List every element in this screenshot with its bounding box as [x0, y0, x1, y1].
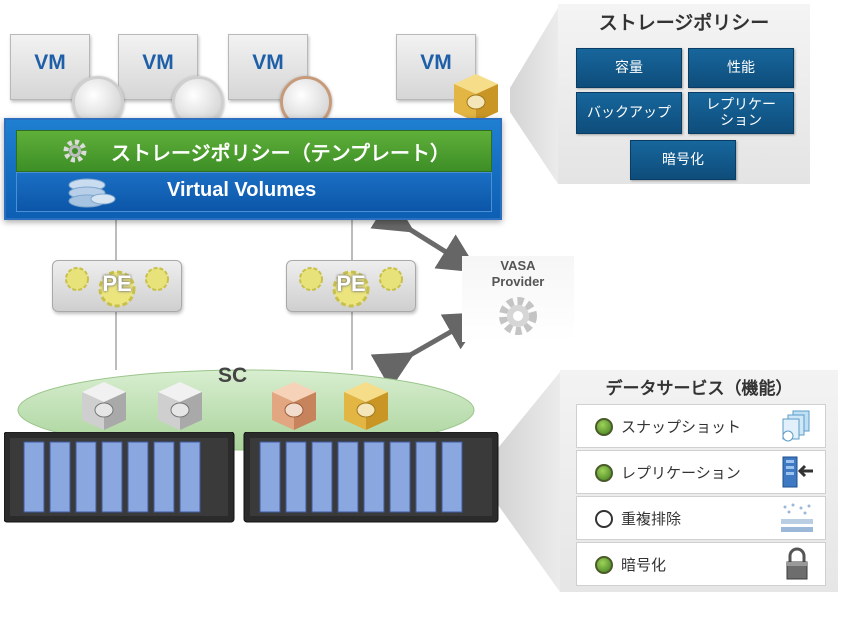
policy-template-bar: ストレージポリシー（テンプレート）: [16, 130, 492, 172]
storage-array-right: [243, 432, 499, 523]
vasa-provider-label: VASA Provider: [462, 258, 574, 290]
gear-icon: [63, 139, 87, 163]
policy-item-performance: 性能: [688, 48, 794, 88]
enabled-indicator: [595, 464, 613, 482]
storage-arrays: [4, 432, 499, 523]
service-label: レプリケーション: [621, 464, 741, 482]
service-label: 重複排除: [621, 510, 682, 528]
vm-box-4: VM: [396, 34, 476, 100]
services-callout: [498, 372, 560, 592]
storage-policy-title: ストレージポリシー: [598, 12, 770, 34]
vasa-arrow-top: [370, 194, 479, 273]
policy-template-label: ストレージポリシー（テンプレート）: [111, 141, 450, 165]
service-row-replication: レプリケーション: [576, 450, 826, 494]
gear-icon: [499, 297, 537, 335]
dedup-icon: [781, 503, 813, 532]
replication-icon: [782, 456, 813, 488]
orange-cube-icon: [272, 382, 316, 430]
vasa-label-line1: VASA: [500, 258, 536, 273]
disabled-indicator: [595, 510, 613, 528]
policy-item-backup: バックアップ: [576, 92, 682, 134]
enabled-indicator: [595, 556, 613, 574]
policy-panel: ストレージポリシー（テンプレート） Virtual Volumes: [4, 118, 502, 220]
disk-stack-icon: [68, 178, 116, 208]
gold-cube-icon: [344, 382, 388, 430]
gears-icon: [65, 267, 169, 308]
vasa-provider: VASA Provider: [462, 256, 574, 342]
pe-box-2: PE: [286, 260, 416, 312]
service-label: スナップショット: [621, 418, 742, 436]
vasa-arrow-bottom: [370, 312, 486, 390]
vm-label: VM: [252, 51, 284, 74]
sc-label: SC: [218, 364, 248, 387]
policy-item-replication: レプリケー ション: [688, 92, 794, 134]
silver-cube-icon: [82, 382, 126, 430]
pe-label: PE: [102, 271, 132, 296]
vasa-label-line2: Provider: [491, 274, 545, 289]
gears-icon: [299, 267, 403, 308]
service-row-snapshot: スナップショット: [576, 404, 826, 448]
storage-array-left: [4, 432, 235, 523]
service-row-encryption: 暗号化: [576, 542, 826, 586]
data-services-title: データサービス（機能）: [605, 379, 793, 399]
vm-label: VM: [420, 51, 452, 74]
virtual-volumes-bar: Virtual Volumes: [16, 172, 492, 212]
service-label: 暗号化: [621, 556, 667, 574]
gold-cube-icon: [454, 74, 498, 122]
vm-label: VM: [34, 51, 66, 74]
policy-callout: [510, 8, 558, 184]
policy-item-capacity: 容量: [576, 48, 682, 88]
enabled-indicator: [595, 418, 613, 436]
pe-label: PE: [336, 271, 366, 296]
data-services-panel: データサービス（機能） スナップショット レプリケーション 重複排除: [560, 370, 838, 592]
service-row-dedup: 重複排除: [576, 496, 826, 540]
policy-item-encryption: 暗号化: [630, 140, 736, 180]
snapshot-icon: [782, 410, 810, 442]
storage-policy-panel: ストレージポリシー 容量 性能 バックアップ レプリケー ション 暗号化: [558, 4, 810, 184]
lock-icon: [786, 547, 808, 580]
pe-box-1: PE: [52, 260, 182, 312]
vm-label: VM: [142, 51, 174, 74]
virtual-volumes-label: Virtual Volumes: [167, 179, 317, 201]
silver-cube-icon: [158, 382, 202, 430]
